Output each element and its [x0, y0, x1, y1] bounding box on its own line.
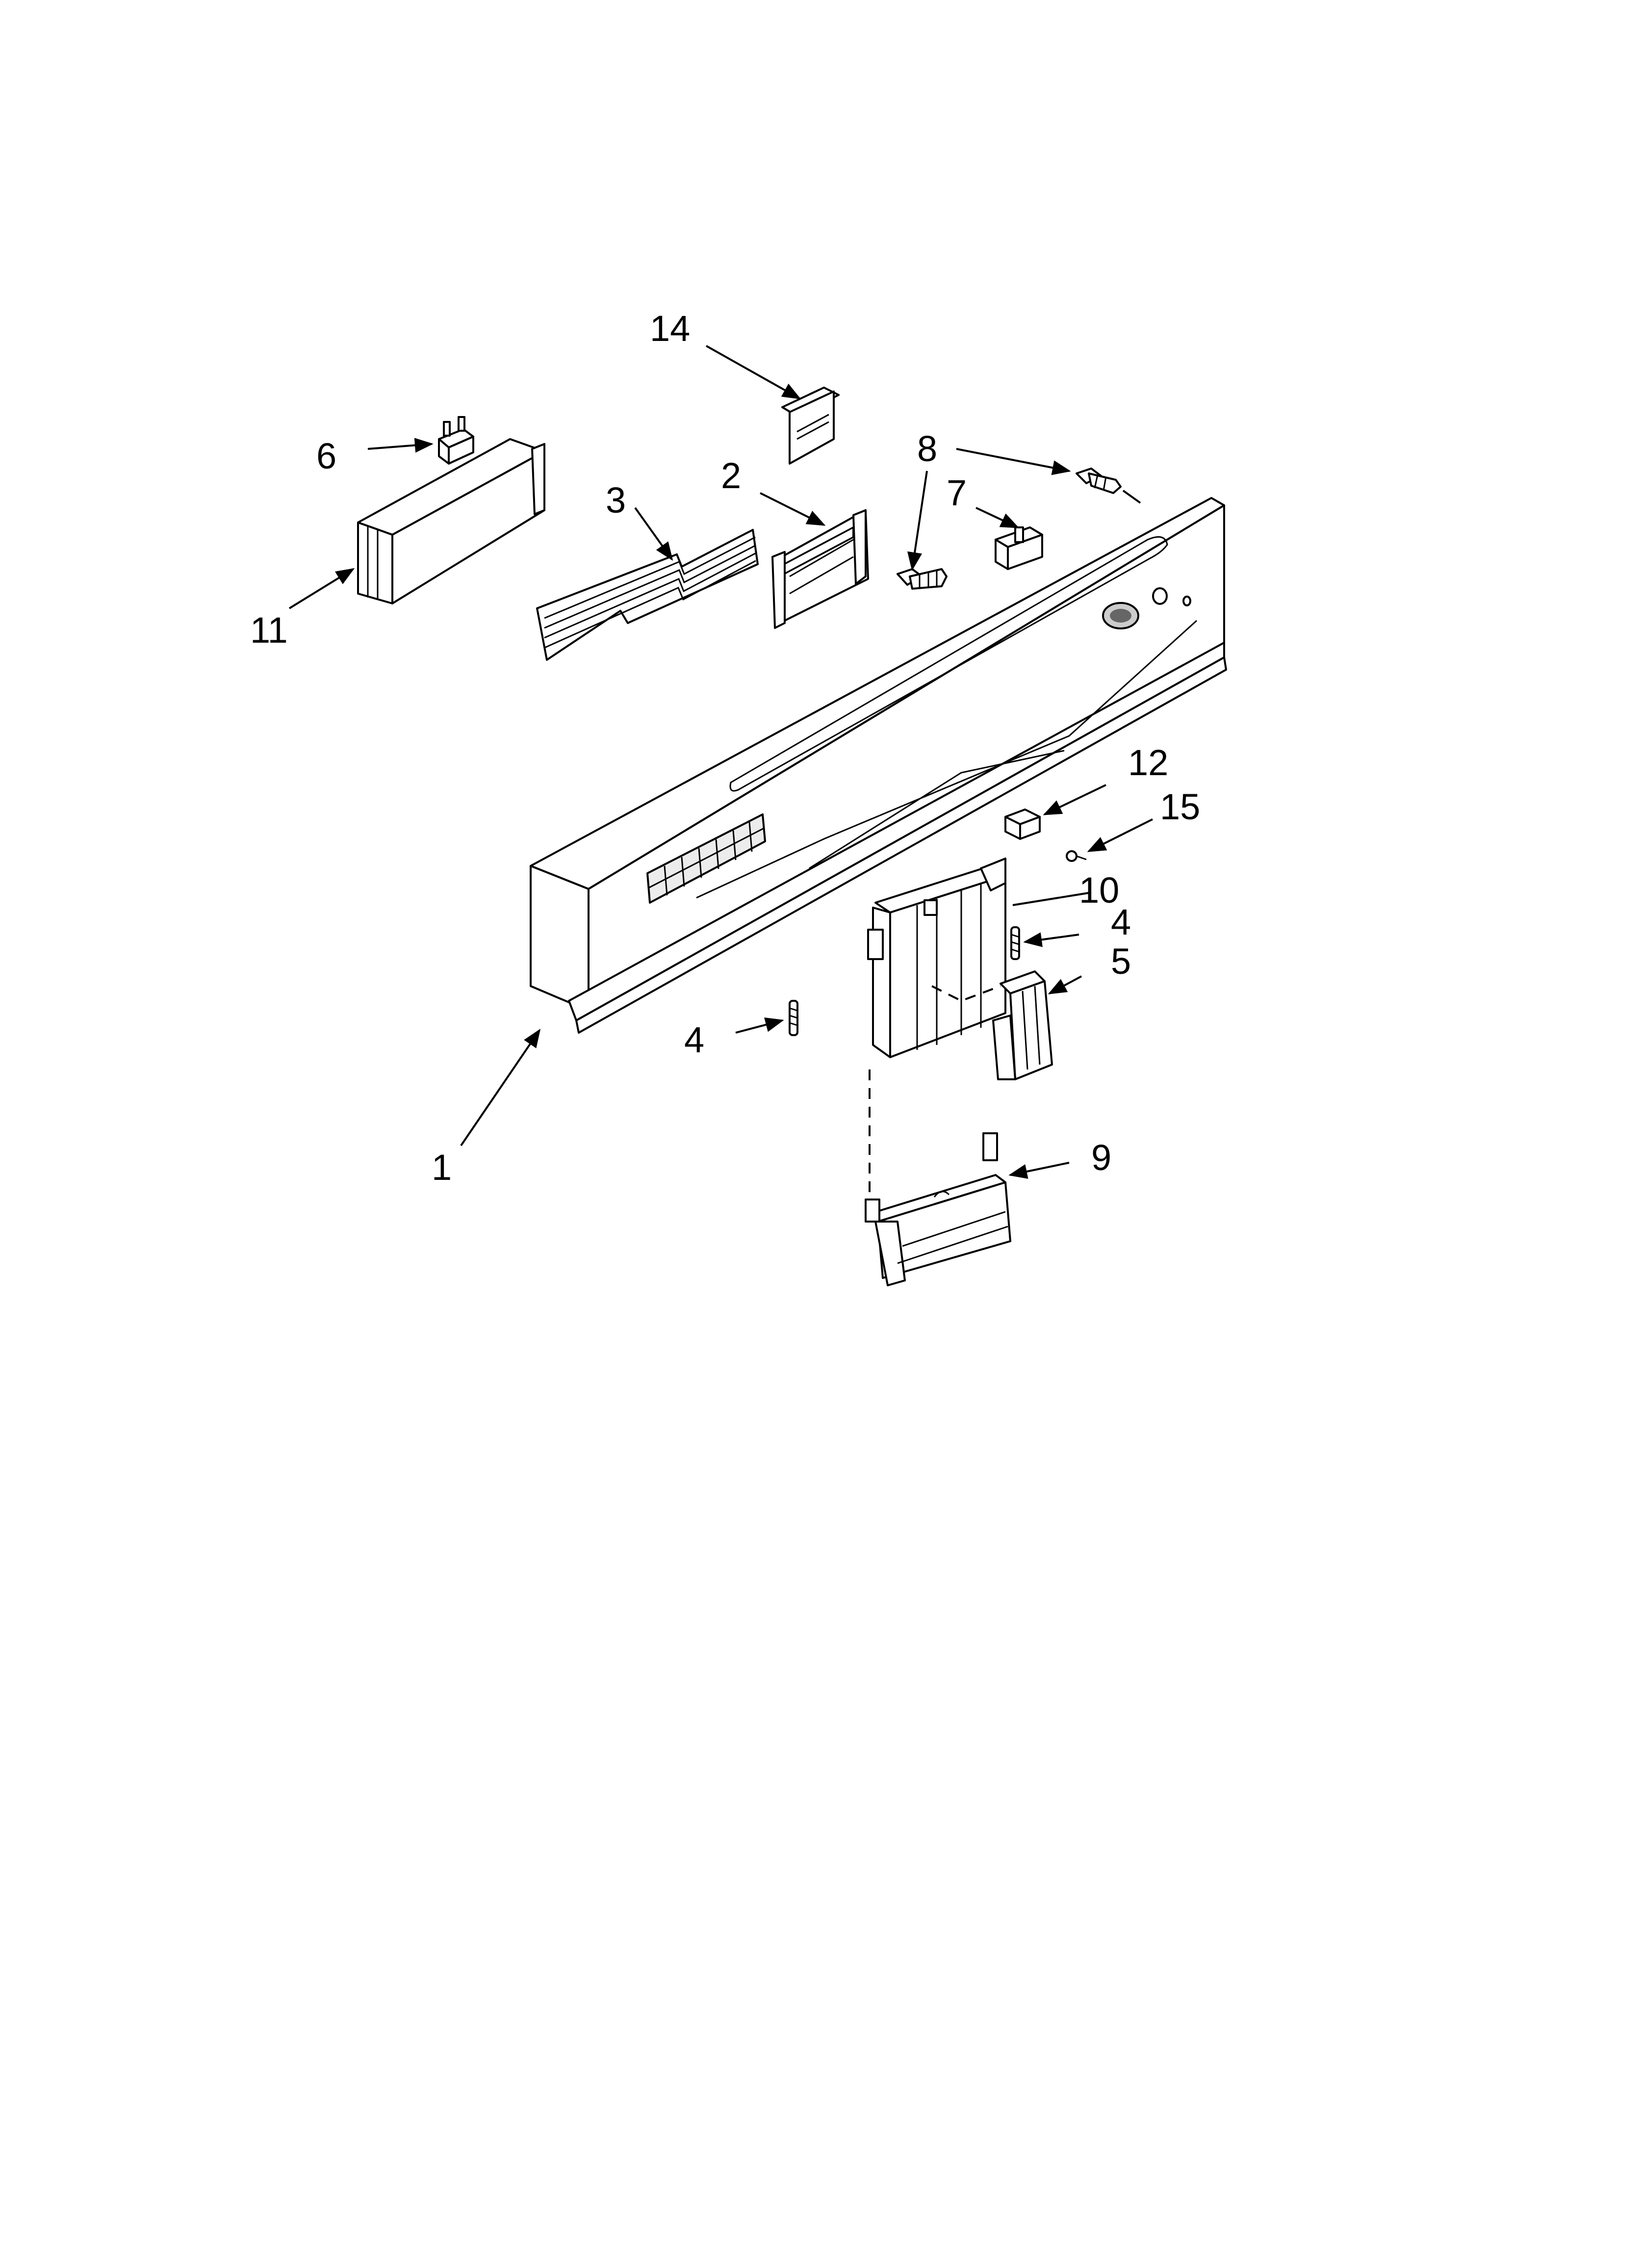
spring-part — [789, 1000, 798, 1036]
callout-4-right: 4 — [1111, 902, 1131, 942]
spring-part — [1010, 926, 1020, 960]
bracket-part — [771, 509, 869, 629]
callout-6: 6 — [316, 436, 336, 476]
callout-14: 14 — [650, 308, 690, 349]
callout-8: 8 — [917, 428, 937, 469]
callout-1: 1 — [432, 1147, 452, 1188]
callout-11: 11 — [250, 610, 288, 651]
module-bracket-part — [867, 858, 1006, 1058]
screw-part — [1076, 468, 1141, 504]
indicator-light-icon — [1182, 596, 1191, 606]
latch-part — [992, 970, 1053, 1080]
indicator-light-icon — [1152, 587, 1168, 605]
callout-15: 15 — [1160, 786, 1200, 827]
callout-2: 2 — [721, 455, 741, 496]
callout-labels: 14 6 8 2 3 7 11 12 15 10 4 5 4 1 9 — [250, 308, 1200, 1188]
callout-5: 5 — [1111, 941, 1131, 982]
callout-7: 7 — [947, 472, 967, 513]
shield-bracket-part — [865, 1132, 1011, 1286]
leader-arrows — [288, 345, 1153, 1179]
ribbon-cable-part — [536, 529, 759, 661]
screw-part — [897, 568, 948, 590]
callout-9: 9 — [1091, 1137, 1111, 1178]
tiny-screw-part — [1066, 850, 1087, 862]
control-panel-part — [530, 497, 1227, 1034]
clip-part — [995, 526, 1043, 570]
switch-part — [1004, 808, 1041, 840]
callout-4-left: 4 — [684, 1019, 704, 1060]
callout-3: 3 — [606, 480, 626, 521]
cap-part — [781, 387, 840, 465]
clip-part — [438, 416, 474, 465]
housing-box-part — [357, 438, 545, 604]
button-grid — [646, 813, 766, 904]
callout-12: 12 — [1128, 742, 1168, 783]
callout-10: 10 — [1079, 870, 1119, 911]
